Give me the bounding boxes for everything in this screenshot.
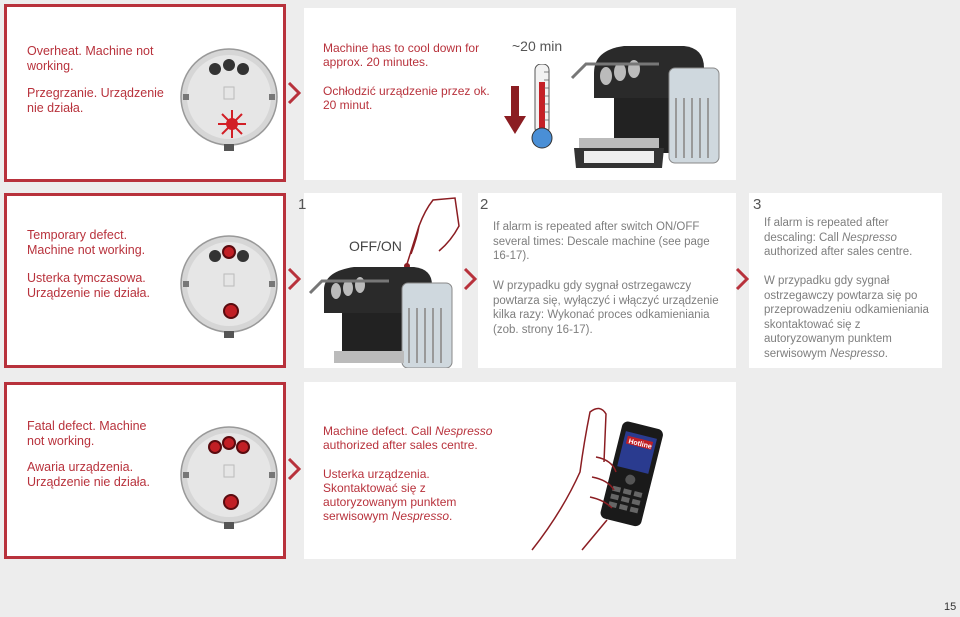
control-panel-blinking-icon: [177, 229, 282, 339]
hand-holding-phone-icon: Hotline: [522, 402, 672, 552]
temporary-defect-label-en: Temporary defect. Machine not working.: [27, 228, 146, 257]
cooldown-panel: Machine has to cool down for approx. 20 …: [304, 8, 736, 180]
step1-off-on-label: OFF/ON: [349, 238, 402, 254]
thermometer-icon: [530, 64, 554, 150]
machine-defect-text-en: Machine defect. Call Nespresso authorize…: [323, 424, 493, 452]
fatal-defect-label-pl: Awaria urządzenia. Urządzenie nie działa…: [27, 460, 150, 489]
coffee-machine-icon: [564, 28, 734, 178]
coffee-machine-icon: [304, 253, 462, 368]
step2-panel: 2 If alarm is repeated after switch ON/O…: [478, 193, 736, 368]
step3-panel: 3 If alarm is repeated after descaling: …: [749, 193, 942, 368]
step2-text-en: If alarm is repeated after switch ON/OFF…: [493, 221, 710, 262]
step3-text-pl: W przypadku gdy sygnał ostrzegawczy powt…: [764, 275, 929, 360]
overheat-label-en: Overheat. Machine not working.: [27, 44, 154, 73]
step3-number: 3: [753, 196, 762, 213]
control-panel-overheat-icon: [177, 42, 282, 152]
cooldown-desc-pl: Ochłodzić urządzenie przez ok. 20 minut.: [323, 84, 490, 112]
arrow-right-icon: [287, 82, 301, 104]
step2-number: 2: [480, 196, 489, 213]
page-number: 15: [944, 601, 957, 613]
down-arrow-icon: [504, 86, 526, 134]
control-panel-all-lit-icon: [177, 420, 282, 530]
cooldown-desc-en: Machine has to cool down for approx. 20 …: [323, 41, 480, 69]
step1-panel: 1 OFF/ON: [298, 193, 462, 368]
fatal-defect-panel: Fatal defect. Machine not working. Awari…: [4, 382, 286, 559]
step2-text-pl: W przypadku gdy sygnał ostrzegawczy powt…: [493, 280, 719, 336]
overheat-panel: Overheat. Machine not working. Przegrzan…: [4, 4, 286, 182]
temporary-defect-panel: Temporary defect. Machine not working. U…: [4, 193, 286, 368]
overheat-label-pl: Przegrzanie. Urządzenie nie działa.: [27, 86, 164, 115]
machine-defect-text-pl: Usterka urządzenia. Skontaktować się z a…: [323, 467, 457, 523]
arrow-right-icon: [463, 268, 477, 290]
fatal-defect-label-en: Fatal defect. Machine not working.: [27, 419, 147, 448]
arrow-right-icon: [287, 268, 301, 290]
temporary-defect-label-pl: Usterka tymczasowa. Urządzenie nie dział…: [27, 271, 150, 300]
step3-text-en: If alarm is repeated after descaling: Ca…: [764, 217, 913, 258]
arrow-right-icon: [735, 268, 749, 290]
cooldown-time-label: ~20 min: [512, 38, 563, 54]
hand-press-icon: [399, 196, 461, 271]
machine-defect-panel: Machine defect. Call Nespresso authorize…: [304, 382, 736, 559]
step1-number: 1: [298, 196, 307, 213]
arrow-right-icon: [287, 458, 301, 480]
